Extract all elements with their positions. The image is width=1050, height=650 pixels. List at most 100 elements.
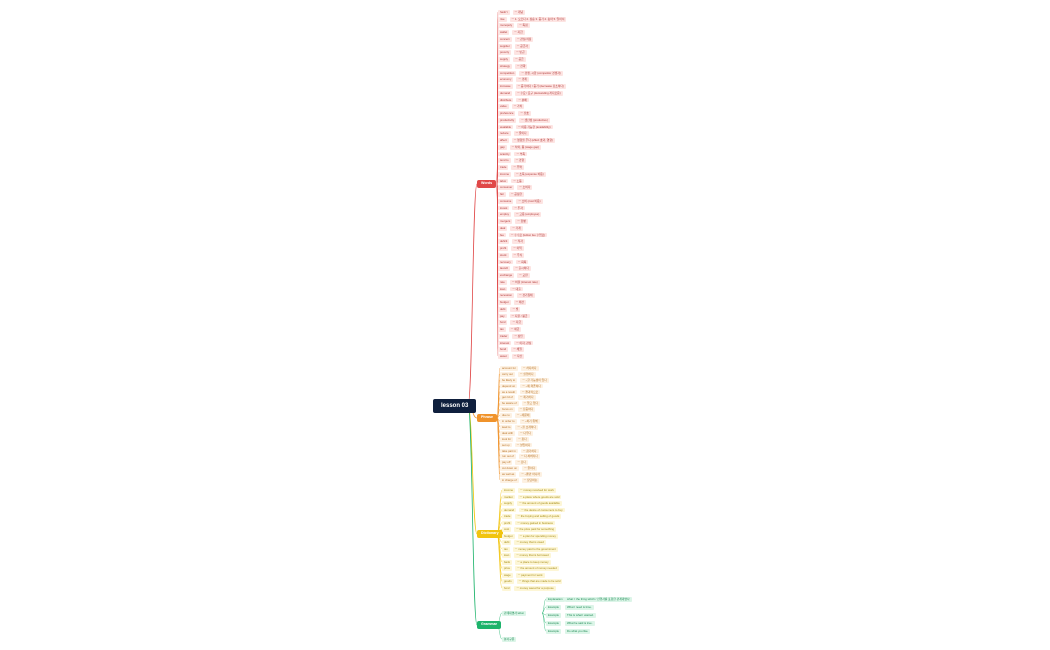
leaf-detail[interactable]: ㅡ money paid to the government <box>512 546 558 552</box>
leaf-words[interactable]: economy <box>498 77 514 83</box>
leaf-words[interactable]: asset <box>498 354 509 359</box>
leaf-detail[interactable]: ㅡ the desire of consumers to buy <box>519 507 565 513</box>
leaf-detail[interactable]: ㅡ 공정한 <box>508 192 524 197</box>
leaf-dictionary[interactable]: tax <box>502 546 510 552</box>
leaf-detail[interactable]: ㅡ payment for work <box>515 572 545 578</box>
leaf-dictionary[interactable]: fund <box>502 586 512 591</box>
leaf-detail[interactable]: ㅡ 출시하다 <box>513 266 531 272</box>
leaf-detail[interactable]: ㅡ 경쟁, 시합 (competitor 경쟁자) <box>519 70 563 76</box>
leaf-detail[interactable]: ㅡ 다 써버리다 <box>518 454 540 460</box>
leaf-detail[interactable]: ㅡ 적자 <box>512 239 525 245</box>
grammar-detail-label[interactable]: Explanation <box>546 597 565 602</box>
leaf-detail[interactable]: ㅡ 공급자 <box>514 43 530 49</box>
leaf-detail[interactable]: ㅡ 부족 <box>514 151 527 157</box>
leaf-words[interactable]: launch <box>498 266 511 272</box>
branch-grammar[interactable]: Grammar <box>477 621 501 629</box>
branch-phrase[interactable]: Phrase <box>477 414 497 422</box>
leaf-words[interactable]: supply <box>498 57 511 62</box>
leaf-words[interactable]: available <box>498 124 514 130</box>
leaf-detail[interactable]: ㅡ ~하기 위해 <box>519 419 540 424</box>
root-node[interactable]: lesson 03 <box>433 399 477 413</box>
leaf-phrase[interactable]: in order to <box>500 419 517 424</box>
leaf-words[interactable]: recession <box>498 293 514 299</box>
leaf-words[interactable]: debt <box>498 306 508 312</box>
leaf-detail[interactable]: ㅡ the amount of money needed <box>515 566 559 572</box>
leaf-words[interactable]: hadn't <box>498 10 510 15</box>
grammar-detail-text[interactable]: This is what I wanted. <box>565 613 596 618</box>
grammar-detail-label[interactable]: Example <box>546 629 561 634</box>
leaf-detail[interactable]: ㅡ 예산 <box>513 300 527 305</box>
leaf-detail[interactable]: ㅡ 담당하는 <box>521 478 540 483</box>
leaf-detail[interactable]: ㅡ 생산성 (productive) <box>519 117 550 123</box>
leaf-phrase[interactable]: lead to <box>500 424 513 430</box>
leaf-detail[interactable]: ㅡ ~할 가능성이 있다 <box>520 377 549 383</box>
leaf-detail[interactable]: ㅡ 세금 <box>508 327 522 332</box>
leaf-detail[interactable]: ㅡ 회복 <box>515 259 529 265</box>
leaf-words[interactable]: income <box>498 171 512 177</box>
leaf-dictionary[interactable]: profit <box>502 520 513 526</box>
leaf-detail[interactable]: ㅡ the amount of goods available <box>517 501 562 506</box>
leaf-phrase[interactable]: depend on <box>500 383 518 389</box>
leaf-words[interactable]: labor <box>498 178 509 184</box>
leaf-detail[interactable]: ㅡ 알고 있다 <box>521 401 541 407</box>
leaf-detail[interactable]: ㅡ 관심/걱정 <box>514 36 534 42</box>
leaf-phrase[interactable]: carry out <box>500 371 515 377</box>
leaf-words[interactable]: recovery <box>498 259 513 265</box>
leaf-words[interactable]: interest <box>498 340 512 346</box>
leaf-detail[interactable]: ㅡ 가치 <box>511 104 525 110</box>
leaf-detail[interactable]: ㅡ money received for work <box>518 488 556 493</box>
grammar-detail-text[interactable]: what = the thing which / 선행사를 포함한 관계대명사 <box>565 597 632 602</box>
leaf-detail[interactable]: ㅡ 소득 (expense 비용) <box>514 171 546 177</box>
leaf-detail[interactable]: ㅡ ~을 초래하다 <box>515 424 539 430</box>
leaf-words[interactable]: concern <box>498 36 512 42</box>
leaf-phrase[interactable]: be aware of <box>500 401 519 407</box>
leaf-detail[interactable]: ㅡ 실행하다 <box>517 371 536 377</box>
leaf-phrase[interactable]: get rid of <box>500 395 515 401</box>
leaf-detail[interactable]: ㅡ a plan for spending money <box>517 533 558 539</box>
leaf-detail[interactable]: ㅡ a place to keep money <box>515 559 551 565</box>
leaf-detail[interactable]: ㅡ 이용 가능한 (availability) <box>516 124 553 130</box>
leaf-words[interactable]: poverty <box>498 50 512 56</box>
leaf-words[interactable]: trade <box>498 165 509 170</box>
leaf-detail[interactable]: ㅡ 경기침체 <box>516 293 535 299</box>
leaf-detail[interactable]: ㅡ 선호 <box>518 111 531 116</box>
leaf-words[interactable]: fund <box>498 320 508 326</box>
branch-dictionary[interactable]: Dictionary <box>477 530 503 538</box>
leaf-dictionary[interactable]: supply <box>502 501 515 506</box>
grammar-detail-label[interactable]: Example <box>546 621 561 626</box>
leaf-detail[interactable]: ㅡ 교환 <box>517 273 530 278</box>
leaf-words[interactable]: mergers <box>498 219 513 224</box>
leaf-detail[interactable]: ㅡ 지갑 <box>512 30 525 36</box>
leaf-phrase[interactable]: in charge of <box>500 478 519 483</box>
leaf-phrase[interactable]: as well as <box>500 472 517 477</box>
leaf-detail[interactable]: ㅡ money that is borrowed <box>514 553 551 559</box>
leaf-words[interactable]: deal <box>498 225 508 231</box>
leaf-phrase[interactable]: as a result <box>500 389 517 395</box>
leaf-grammar[interactable]: 관계대명사 what <box>502 611 526 616</box>
leaf-detail[interactable]: ㅡ 참가하다 <box>520 448 539 454</box>
leaf-dictionary[interactable]: loan <box>502 553 512 559</box>
leaf-detail[interactable]: ㅡ 갚다 <box>515 460 528 466</box>
leaf-detail[interactable]: ㅡ 소비 (cost 비용) <box>516 198 543 204</box>
leaf-detail[interactable]: ㅡ 채권 <box>511 347 524 353</box>
leaf-words[interactable]: demand <box>498 90 513 96</box>
leaf-detail[interactable]: ㅡ 자금 <box>510 320 523 326</box>
leaf-detail[interactable]: ㅡ 1. 오르다 2. 상승 3. 증가 4. 솟아 5. 일어서 <box>509 16 567 22</box>
leaf-detail[interactable]: ㅡ 주식 <box>511 252 525 258</box>
leaf-detail[interactable]: ㅡ 고용 (employee) <box>514 212 542 218</box>
leaf-detail[interactable]: ㅡ 찾다 <box>516 436 529 442</box>
leaf-phrase[interactable]: account for <box>500 366 518 371</box>
leaf-dictionary[interactable]: trade <box>502 514 513 519</box>
leaf-detail[interactable]: ㅡ 줄이다 <box>522 466 538 471</box>
leaf-dictionary[interactable]: price <box>502 566 513 572</box>
leaf-detail[interactable]: ㅡ 공급 <box>513 57 526 62</box>
leaf-words[interactable]: wallet <box>498 30 510 36</box>
leaf-detail[interactable]: ㅡ 자산 <box>511 354 525 359</box>
leaf-words[interactable]: value <box>498 104 509 110</box>
leaf-detail[interactable]: ㅡ a place where goods are sold <box>517 494 562 500</box>
leaf-detail[interactable]: ㅡ the price paid for something <box>514 527 557 532</box>
leaf-detail[interactable]: ㅡ 수요 / 요구 (demanding 까다로운) <box>515 90 563 96</box>
leaf-words[interactable]: strategy <box>498 63 512 69</box>
leaf-words[interactable]: preference <box>498 111 516 116</box>
leaf-phrase[interactable]: due to <box>500 413 512 418</box>
